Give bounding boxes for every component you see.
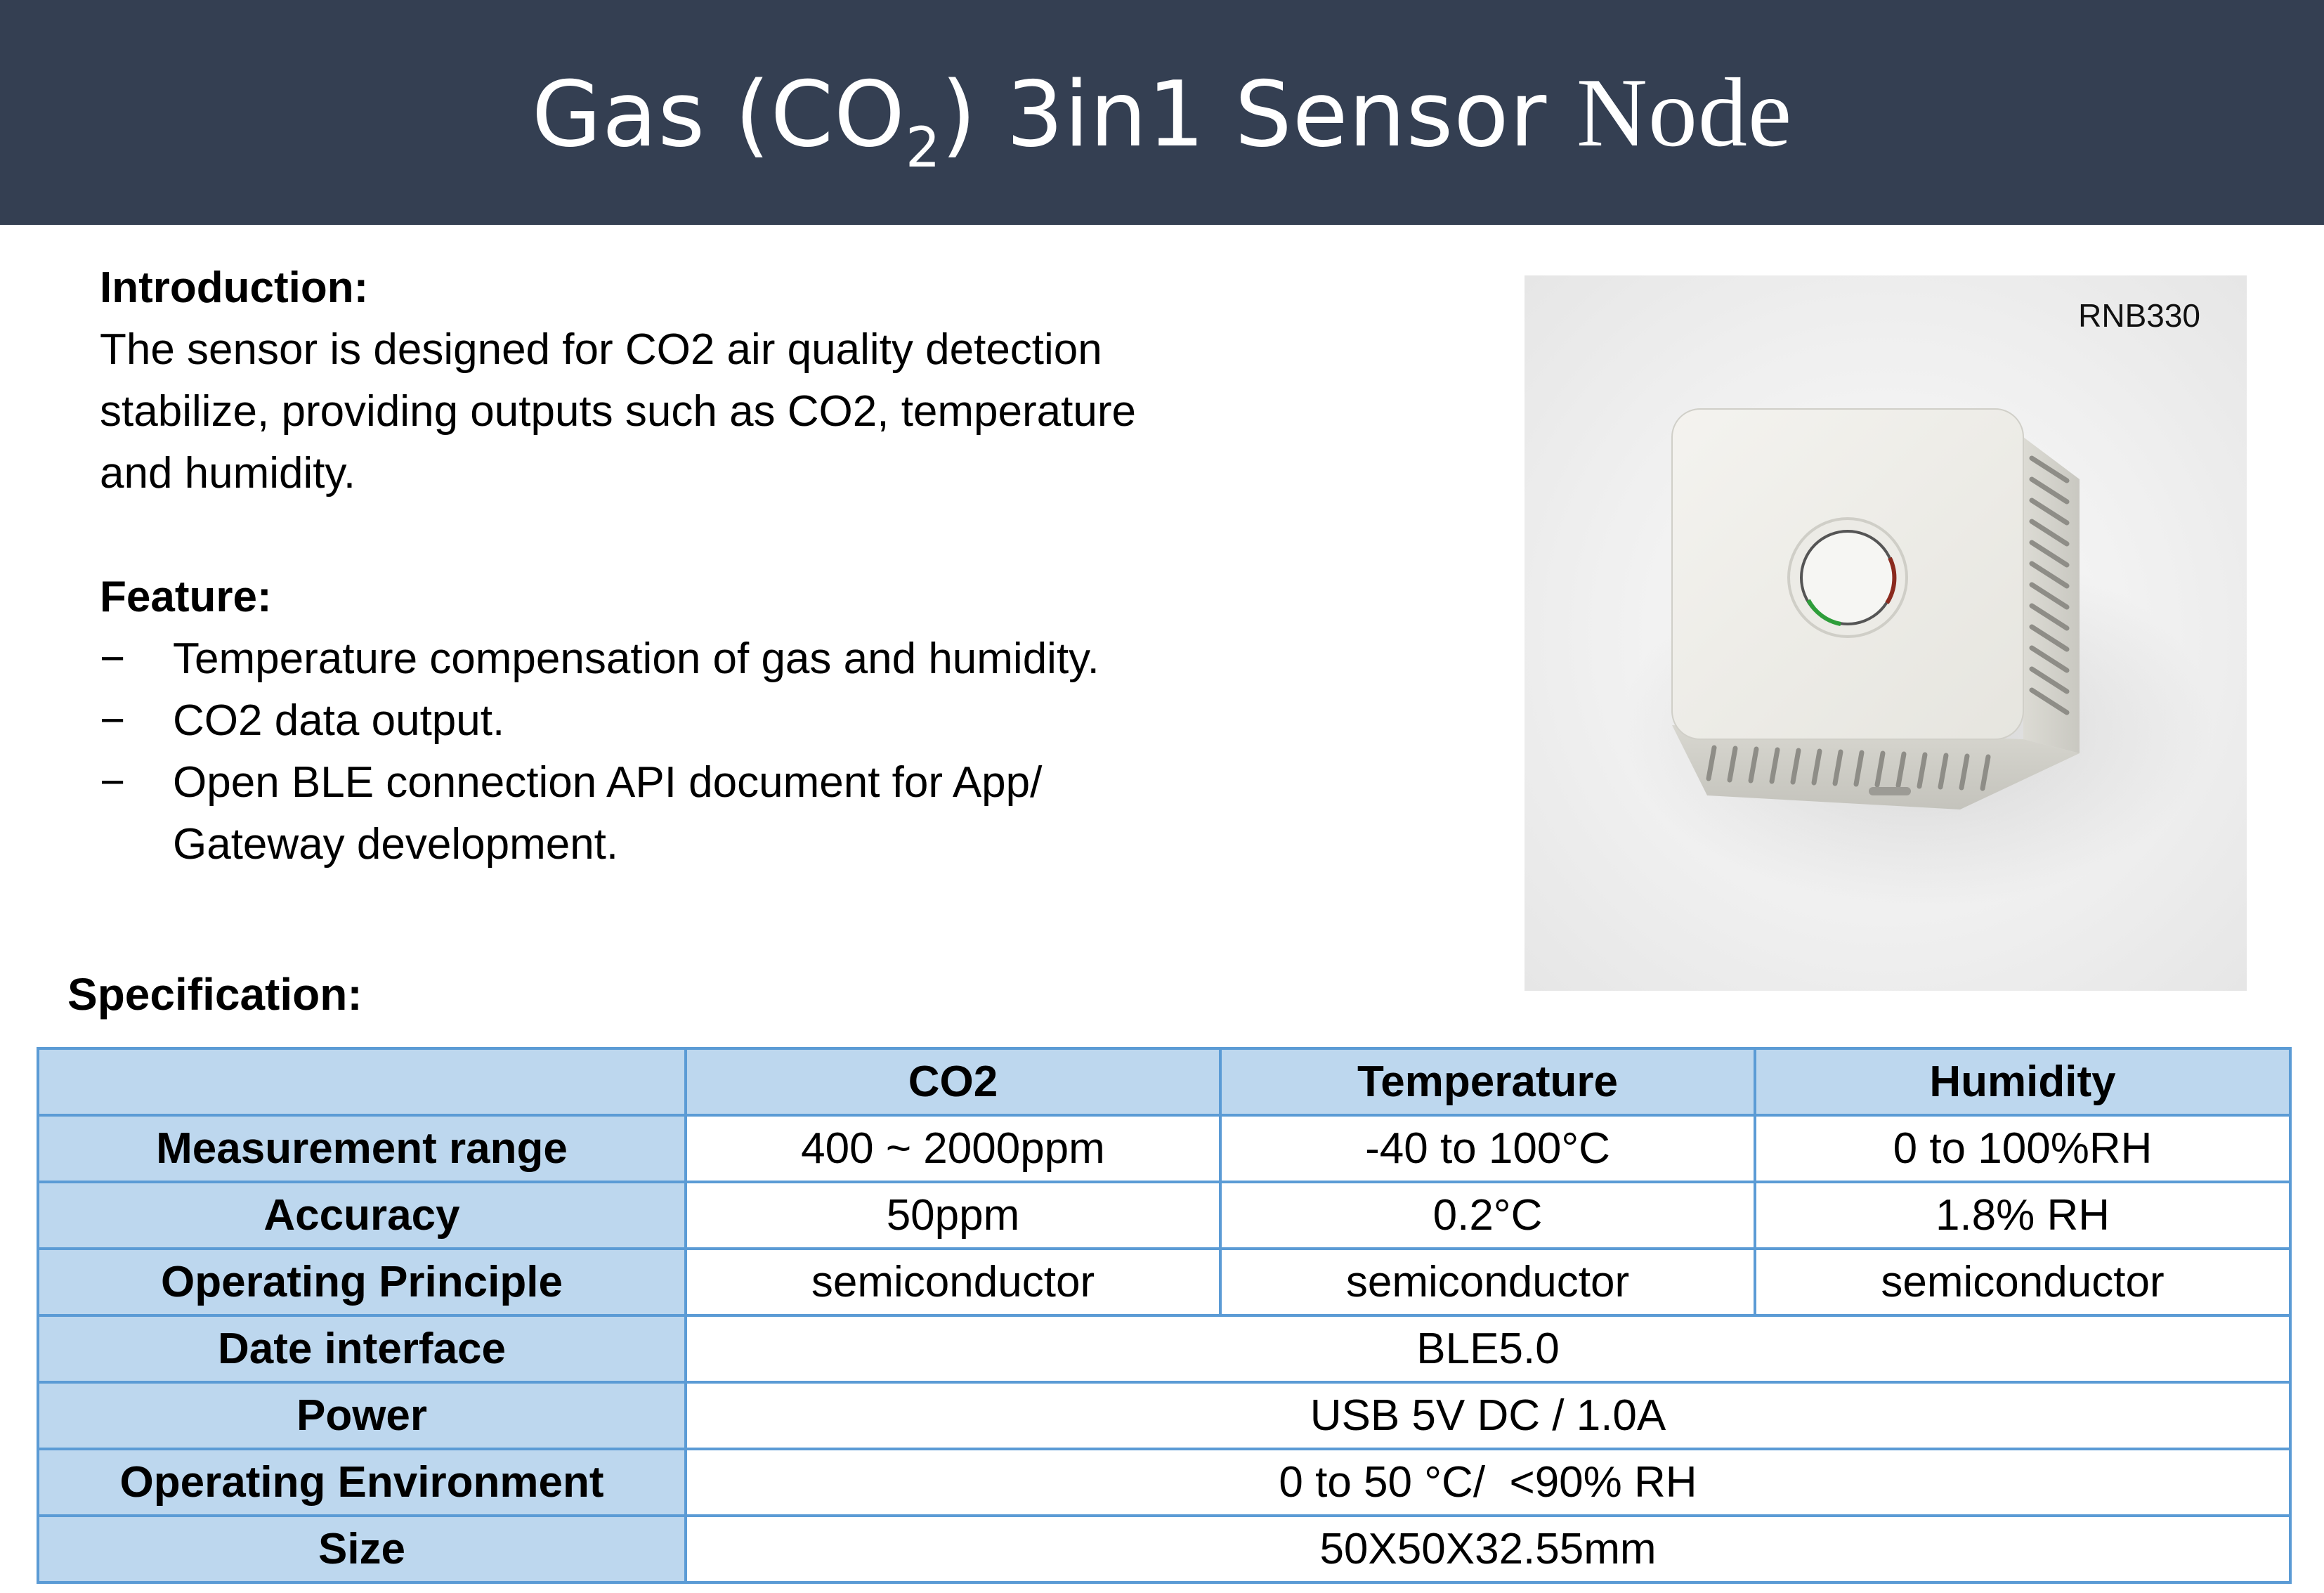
table-cell-span: USB 5V DC / 1.0A [684, 1381, 2292, 1450]
specification-table: CO2 Temperature Humidity Measurement ran… [37, 1047, 2292, 1584]
table-cell-span: BLE5.0 [684, 1314, 2292, 1384]
row-label: Operating Principle [37, 1247, 687, 1317]
row-label: Accuracy [37, 1181, 687, 1250]
title-bar: Gas (CO2) 3in1 Sensor Node [0, 0, 2324, 225]
feature-section: Feature: − Temperature compensation of g… [100, 566, 1308, 876]
table-row: Power USB 5V DC / 1.0A [37, 1381, 2292, 1450]
title-part-2: ) 3in1 Sensor [941, 62, 1576, 167]
table-cell: 0.2°C [1219, 1181, 1756, 1250]
feature-heading: Feature: [100, 573, 272, 621]
row-label: Measurement range [37, 1114, 687, 1183]
product-image: RNB330 [1525, 275, 2247, 991]
feature-text: Open BLE connection API document for App… [173, 752, 1308, 876]
table-row: Measurement range 400 ~ 2000ppm -40 to 1… [37, 1114, 2292, 1183]
table-cell: 400 ~ 2000ppm [684, 1114, 1222, 1183]
introduction-heading: Introduction: [100, 264, 369, 312]
table-cell: semiconductor [684, 1247, 1222, 1317]
feature-text: CO2 data output. [173, 696, 505, 745]
introduction-line-2: stabilize, providing outputs such as CO2… [100, 387, 1136, 436]
model-label: RNB330 [2078, 297, 2200, 334]
column-header [37, 1047, 687, 1117]
table-row: Date interface BLE5.0 [37, 1314, 2292, 1384]
column-header: Humidity [1754, 1047, 2292, 1117]
row-label: Size [37, 1514, 687, 1584]
row-label: Power [37, 1381, 687, 1450]
row-label: Operating Environment [37, 1448, 687, 1517]
table-row: Accuracy 50ppm 0.2°C 1.8% RH [37, 1181, 2292, 1250]
introduction-line-1: The sensor is designed for CO2 air quali… [100, 325, 1102, 374]
feature-text-line-1: Open BLE connection API document for App… [173, 758, 1043, 807]
table-row: Operating Principle semiconductor semico… [37, 1247, 2292, 1317]
table-cell: semiconductor [1754, 1247, 2292, 1317]
table-cell: 0 to 100%RH [1754, 1114, 2292, 1183]
introduction-line-3: and humidity. [100, 449, 356, 498]
table-row: Operating Environment 0 to 50 °C/ <90% R… [37, 1448, 2292, 1517]
table-cell-span: 0 to 50 °C/ <90% RH [684, 1448, 2292, 1517]
table-header-row: CO2 Temperature Humidity [37, 1047, 2292, 1117]
table-row: Size 50X50X32.55mm [37, 1514, 2292, 1584]
column-header: CO2 [684, 1047, 1222, 1117]
specification-heading: Specification: [67, 969, 363, 1020]
table-cell-span: 50X50X32.55mm [684, 1514, 2292, 1584]
feature-item: − CO2 data output. [100, 690, 1308, 752]
sensor-device-icon [1623, 408, 2213, 908]
title-part-1: Gas (CO [531, 62, 906, 167]
table-cell: 1.8% RH [1754, 1181, 2292, 1250]
table-cell: -40 to 100°C [1219, 1114, 1756, 1183]
feature-item: − Open BLE connection API document for A… [100, 752, 1308, 876]
introduction-section: Introduction: The sensor is designed for… [100, 257, 1280, 505]
column-header: Temperature [1219, 1047, 1756, 1117]
title-subscript: 2 [905, 116, 941, 180]
bullet-dash: − [100, 758, 126, 807]
page-title: Gas (CO2) 3in1 Sensor Node [531, 56, 1793, 176]
table-cell: semiconductor [1219, 1247, 1756, 1317]
feature-item: − Temperature compensation of gas and hu… [100, 628, 1308, 690]
table-cell: 50ppm [684, 1181, 1222, 1250]
title-part-3: Node [1576, 58, 1793, 167]
feature-list: − Temperature compensation of gas and hu… [100, 628, 1308, 876]
bullet-dash: − [100, 635, 126, 683]
feature-text-line-2: Gateway development. [173, 820, 619, 869]
row-label: Date interface [37, 1314, 687, 1384]
bullet-dash: − [100, 696, 126, 745]
feature-text: Temperature compensation of gas and humi… [173, 635, 1099, 683]
